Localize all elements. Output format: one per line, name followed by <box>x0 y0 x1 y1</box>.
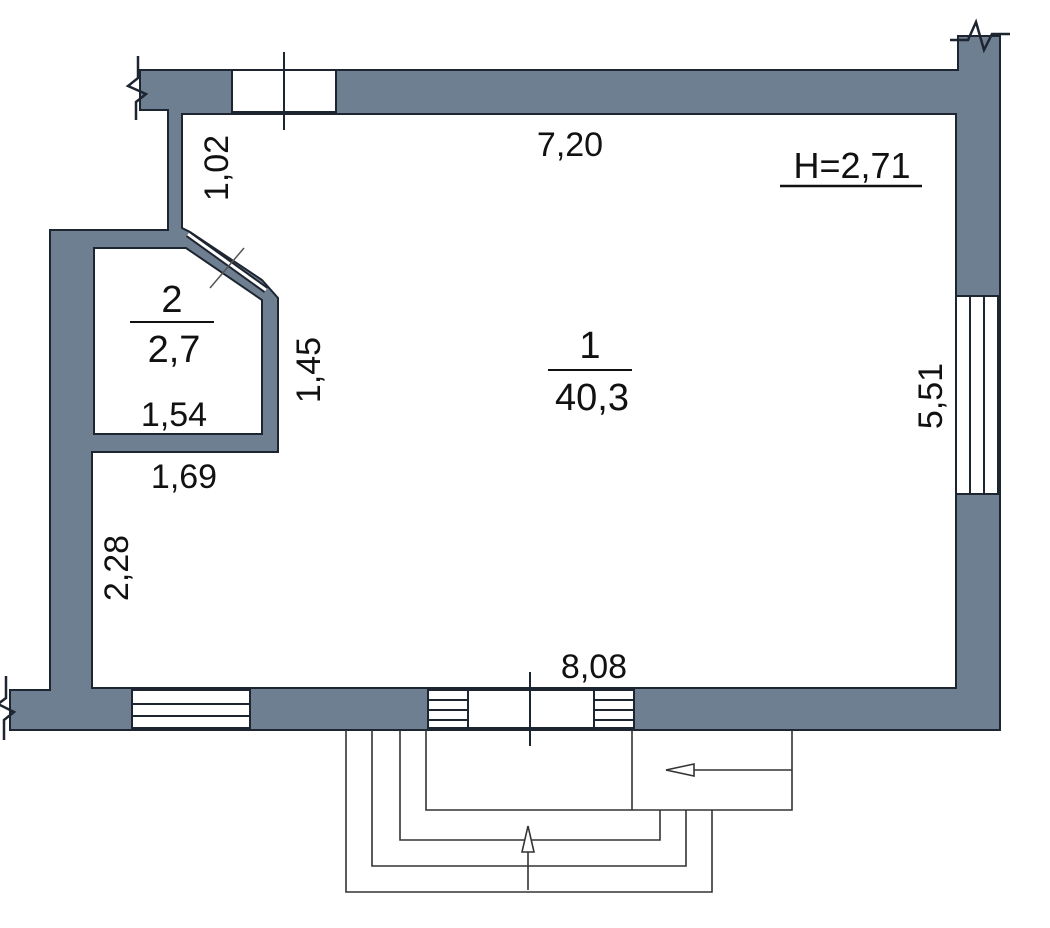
room-1-number: 1 <box>579 325 600 367</box>
arrow-left-head <box>665 763 695 777</box>
dim-top: 7,20 <box>537 126 603 164</box>
walls <box>9 35 1001 731</box>
dim-right: 5,51 <box>912 363 950 429</box>
arrow-up-head <box>520 825 536 853</box>
room-2-number: 2 <box>161 279 182 321</box>
closet-door <box>185 231 269 293</box>
wall-break-top-left <box>125 56 149 120</box>
window-right <box>955 295 999 495</box>
window-top <box>231 52 337 130</box>
windows <box>131 52 999 746</box>
entrance-stairs <box>345 730 793 893</box>
ceiling-height-label: H=2,71 <box>793 145 910 186</box>
stair-step <box>371 730 687 867</box>
dim-left: 2,28 <box>98 535 136 601</box>
dimensions: 7,20 8,08 1,69 1,54 5,51 2,28 1,02 1,45 <box>98 126 950 686</box>
dim-closet-right: 1,45 <box>290 337 328 403</box>
room-1-label: 1 40,3 <box>548 325 632 419</box>
stair-step <box>399 730 661 841</box>
dim-closet-outer-bottom: 1,69 <box>151 458 217 496</box>
door-bottom <box>427 672 635 746</box>
wall-break-top-right <box>950 18 1010 54</box>
dim-closet-inner-bottom: 1,54 <box>141 396 207 434</box>
room-1-area: 40,3 <box>555 377 629 419</box>
wall-break-symbols <box>0 18 1010 740</box>
dim-bottom: 8,08 <box>561 648 627 686</box>
room-2-area: 2,7 <box>148 329 201 371</box>
stair-step <box>345 730 713 893</box>
dim-corridor-left: 1,02 <box>198 135 236 201</box>
ceiling-height: H=2,71 <box>780 145 922 188</box>
closet-interior <box>93 247 263 435</box>
room-2-label: 2 2,7 <box>130 279 214 371</box>
wall-break-bottom-left <box>0 676 17 740</box>
window-bottom-left <box>131 689 251 729</box>
